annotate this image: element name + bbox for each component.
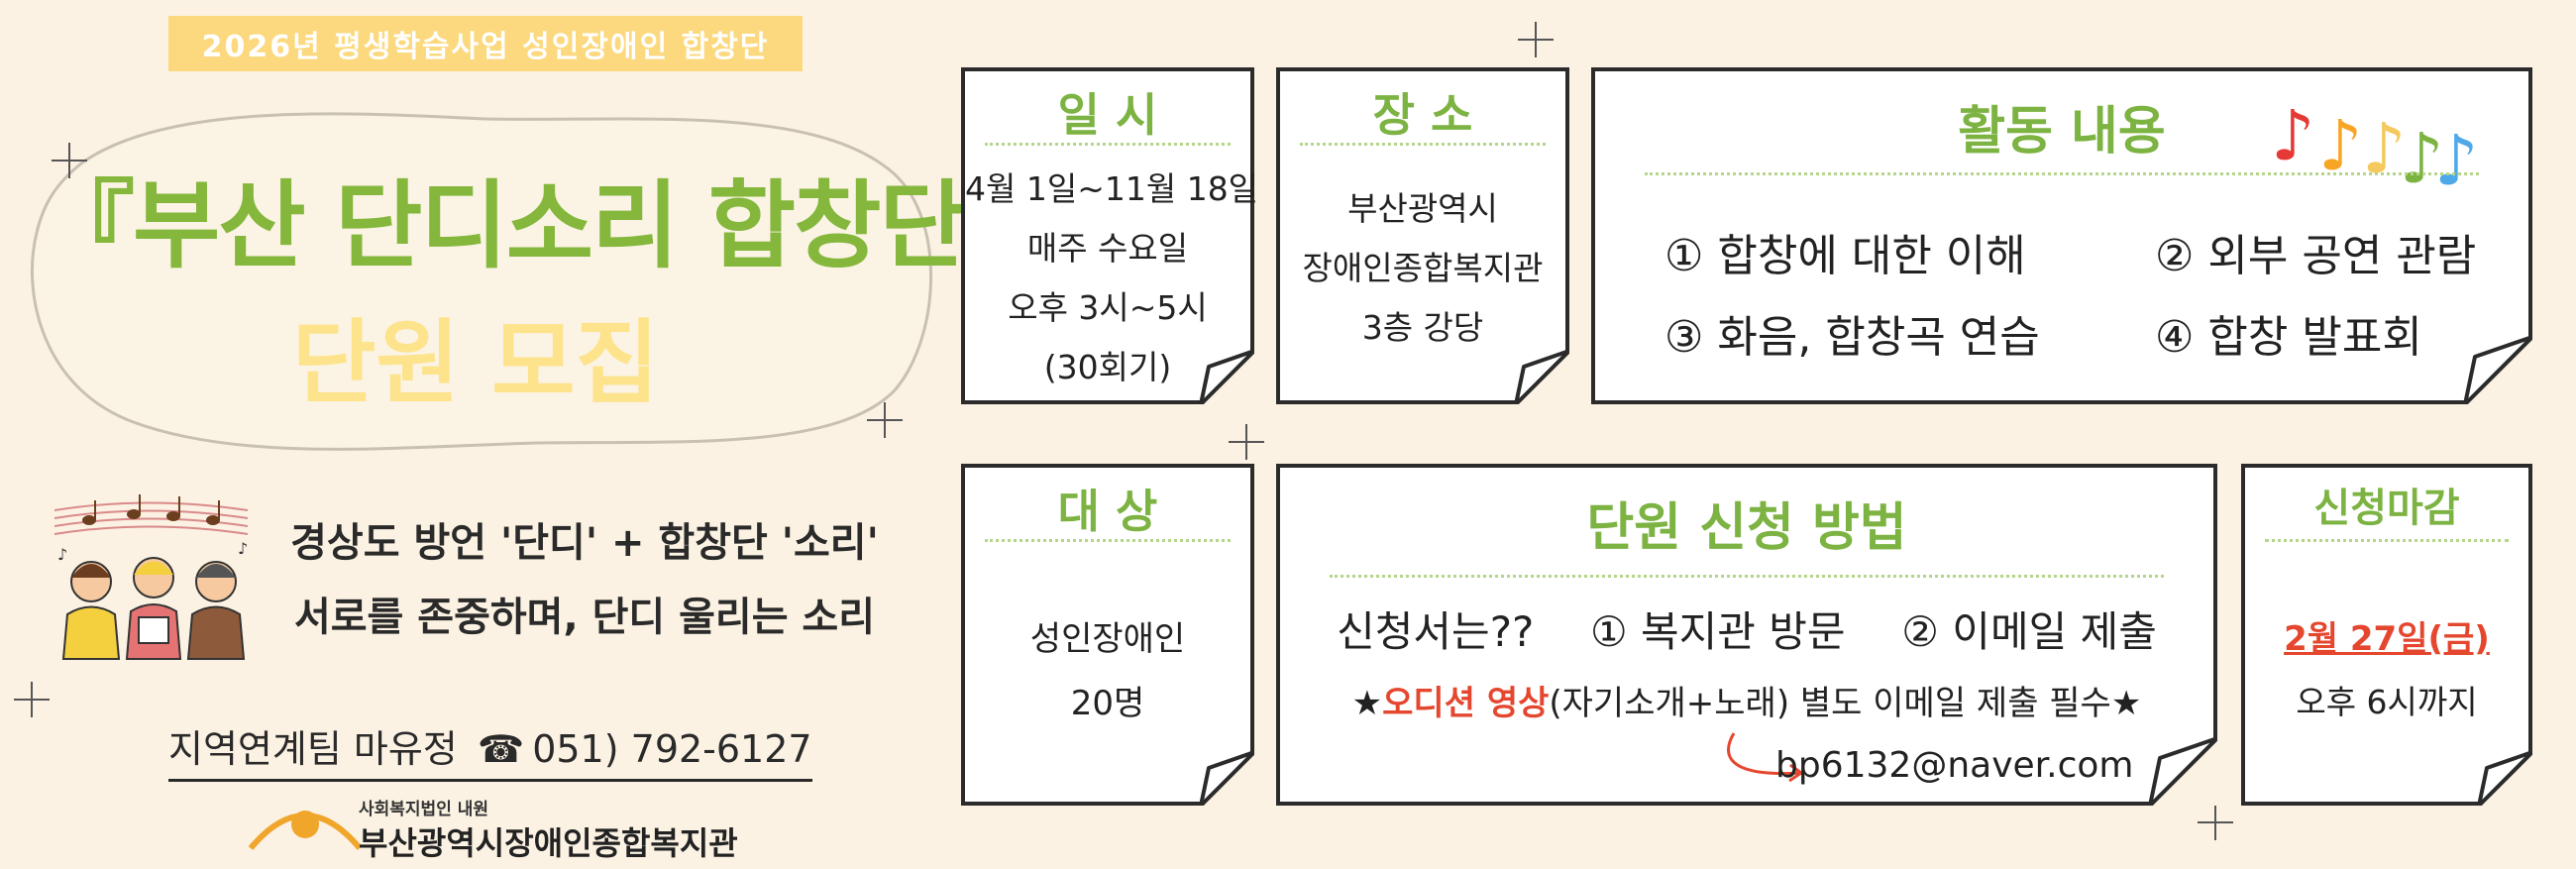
slogan-line-2: 서로를 존중하며, 단디 울리는 소리: [293, 595, 876, 640]
location-line-2: 장애인종합복지관: [1302, 249, 1544, 287]
phone-icon: ☎: [477, 727, 525, 771]
deadline-date: 2월 27일(금): [2284, 619, 2490, 659]
plus-decoration: [867, 402, 903, 438]
svg-text:♪: ♪: [2271, 95, 2315, 176]
activity-item-4: ④ 합창 발표회: [2155, 312, 2422, 363]
page-fold-icon: [2477, 750, 2532, 806]
activities-card: 활동 내용 ♪ ♪ ♪ ♪ ♪ ① 합창에 대한 이해 ② 외부 공연 관람 ③…: [1591, 67, 2532, 404]
target-line-2: 20명: [1070, 684, 1145, 723]
sub-title: 단원 모집: [291, 310, 660, 416]
divider: [1645, 172, 2479, 175]
plus-decoration: [2198, 805, 2233, 840]
svg-text:♪: ♪: [57, 545, 67, 564]
schedule-title: 일 시: [1057, 88, 1158, 142]
main-title: 『부산 단디소리 합창단』: [40, 170, 1060, 281]
divider: [985, 539, 1231, 542]
plus-decoration: [1518, 22, 1554, 57]
choir-singers-illustration: ♪ ♪: [54, 494, 248, 660]
divider: [1330, 575, 2164, 578]
location-card: 장 소 부산광역시 장애인종합복지관 3층 강당: [1276, 67, 1569, 404]
top-tag: 2026년 평생학습사업 성인장애인 합창단: [168, 16, 803, 71]
audition-notice: ★오디션 영상(자기소개+노래) 별도 이메일 제출 필수★: [1280, 676, 2213, 724]
star-icon: ★: [1351, 684, 1383, 723]
audition-rest: (자기소개+노래) 별도 이메일 제출 필수: [1549, 684, 2111, 723]
schedule-line-3: 오후 3시~5시: [1008, 288, 1208, 327]
page-fold-icon: [1199, 349, 1254, 404]
deadline-time: 오후 6시까지: [2296, 683, 2478, 721]
deadline-card: 신청마감 2월 27일(금) 오후 6시까지: [2241, 464, 2532, 806]
org-name: 부산광역시장애인종합복지관: [359, 824, 738, 862]
target-card: 대 상 성인장애인 20명: [961, 464, 1254, 806]
method-email: ② 이메일 제출: [1901, 607, 2157, 656]
org-parent: 사회복지법인 내원: [359, 800, 489, 819]
page-fold-icon: [2148, 736, 2217, 806]
schedule-line-4: (30회기): [1043, 348, 1172, 386]
org-logo: [248, 811, 363, 850]
contact-info: 지역연계팀 마유정 ☎051) 792-6127: [168, 718, 812, 782]
svg-text:♪: ♪: [2362, 108, 2407, 189]
page-fold-icon: [1514, 349, 1569, 404]
email-address[interactable]: bp6132@naver.com: [1775, 745, 2134, 786]
svg-text:♪: ♪: [2400, 118, 2444, 194]
application-title: 단원 신청 방법: [1586, 498, 1907, 558]
schedule-line-1: 4월 1일~11월 18일: [965, 169, 1259, 208]
activity-item-3: ③ 화음, 합창곡 연습: [1664, 312, 2040, 363]
arrow-icon: [1727, 732, 1804, 783]
schedule-card: 일 시 4월 1일~11월 18일 매주 수요일 오후 3시~5시 (30회기): [961, 67, 1259, 404]
page-fold-icon: [1199, 750, 1254, 806]
title-blob: [30, 112, 933, 451]
contact-team: 지역연계팀 마유정: [168, 727, 458, 771]
plus-decoration: [52, 143, 87, 178]
svg-text:♪: ♪: [2434, 120, 2479, 194]
application-methods: 신청서는?? ① 복지관 방문 ② 이메일 제출: [1280, 598, 2213, 659]
activities-title: 활동 내용: [1958, 102, 2166, 162]
divider: [1300, 143, 1546, 146]
target-title: 대 상: [1057, 485, 1158, 538]
divider: [985, 143, 1231, 146]
plus-decoration: [14, 682, 50, 717]
location-title: 장 소: [1372, 88, 1473, 142]
application-card: 단원 신청 방법 신청서는?? ① 복지관 방문 ② 이메일 제출 ★오디션 영…: [1276, 464, 2217, 806]
contact-phone[interactable]: 051) 792-6127: [532, 727, 812, 771]
plus-decoration: [1229, 424, 1264, 460]
method-visit: ① 복지관 방문: [1590, 607, 1846, 656]
method-label: 신청서는??: [1337, 607, 1535, 656]
deadline-title: 신청마감: [2313, 486, 2460, 531]
location-line-1: 부산광역시: [1347, 189, 1498, 228]
divider: [2265, 539, 2509, 542]
star-icon: ★: [2110, 684, 2142, 723]
svg-text:♪: ♪: [238, 539, 248, 558]
music-notes-icon: ♪ ♪ ♪ ♪ ♪: [2271, 95, 2479, 194]
activity-item-2: ② 외부 공연 관람: [2155, 231, 2477, 281]
activity-item-1: ① 합창에 대한 이해: [1664, 231, 2026, 281]
location-line-3: 3층 강당: [1361, 308, 1484, 347]
audition-highlight: 오디션 영상: [1382, 684, 1550, 723]
schedule-line-2: 매주 수요일: [1026, 229, 1189, 268]
target-line-1: 성인장애인: [1029, 619, 1186, 659]
slogan-line-1: 경상도 방언 '단디' + 합창단 '소리': [290, 520, 879, 566]
page-fold-icon: [2463, 335, 2532, 404]
